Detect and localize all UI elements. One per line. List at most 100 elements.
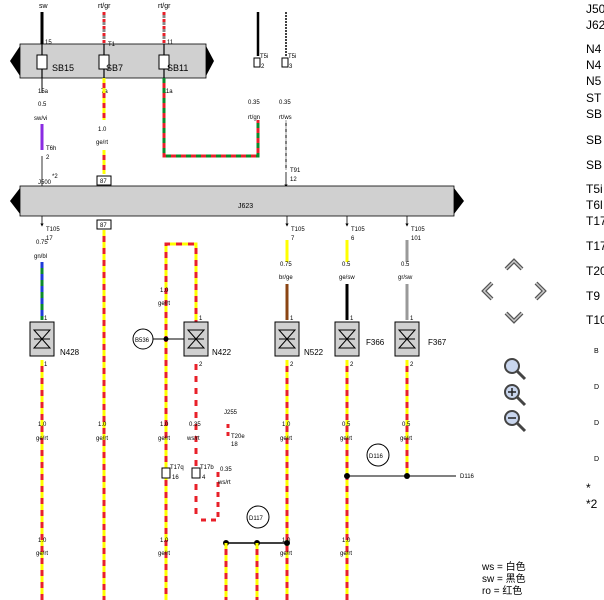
pan-up-icon[interactable]: [504, 258, 524, 271]
svg-text:1: 1: [44, 316, 48, 322]
top-wire-rtgr-2: rt/gr: [158, 3, 171, 44]
svg-text:11: 11: [167, 40, 174, 46]
svg-text:1.0: 1.0: [342, 538, 351, 544]
branch-n422: 1.0 ge/rt: [158, 242, 198, 600]
svg-text:rt/gn: rt/gn: [248, 115, 260, 121]
svg-text:T5i: T5i: [260, 54, 268, 60]
svg-text:1.0: 1.0: [160, 288, 169, 294]
svg-text:T105: T105: [351, 227, 365, 233]
branch-n522: T105 7 0.75 br/ge: [279, 216, 305, 600]
svg-text:3: 3: [289, 64, 293, 70]
rail-left-arrow-icon[interactable]: [10, 46, 20, 76]
legend-code: D: [594, 420, 600, 427]
svg-text:ge/rt: ge/rt: [96, 436, 108, 442]
legend-entry: SB: [586, 107, 603, 121]
module-j623[interactable]: J623: [10, 185, 464, 217]
component-legend-column: J50 J62 N4 N4 N5 ST SB SB SB T5i T6l T17…: [586, 0, 604, 600]
component-n522[interactable]: N522 1 2: [274, 316, 324, 368]
component-f367[interactable]: F367 1 2: [394, 316, 447, 368]
sensor-b536[interactable]: B536: [132, 328, 184, 350]
svg-text:2: 2: [199, 362, 203, 368]
svg-text:1.0: 1.0: [98, 127, 107, 133]
connector-t17q[interactable]: T17q 16: [161, 465, 184, 481]
splice-d117[interactable]: D117: [223, 505, 290, 600]
svg-text:1: 1: [410, 316, 414, 322]
svg-text:1.0: 1.0: [38, 422, 47, 428]
zoom-in-icon[interactable]: [502, 382, 528, 408]
legend-code: D: [594, 384, 600, 391]
magnifier-icon[interactable]: [502, 356, 528, 382]
svg-text:rt/ws: rt/ws: [279, 115, 292, 121]
svg-text:N522: N522: [304, 348, 324, 357]
wiring-diagram: sw rt/gr rt/gr SB15 15 15a SB7 T1 7a SB1…: [10, 3, 475, 600]
wire-color-legend: ws = 白色 sw = 黑色 ro = 红色: [482, 562, 526, 598]
svg-text:T105: T105: [411, 227, 425, 233]
svg-text:T6h: T6h: [46, 146, 56, 152]
fuse-rail: [19, 43, 207, 79]
svg-text:1: 1: [44, 362, 48, 368]
svg-text:F366: F366: [366, 338, 385, 347]
component-n428[interactable]: N428 1 1: [29, 316, 80, 368]
svg-text:1.0: 1.0: [38, 538, 47, 544]
svg-text:sw/vi: sw/vi: [34, 116, 47, 122]
svg-text:12: 12: [290, 177, 297, 183]
legend-entry: T20: [586, 264, 604, 278]
component-n422[interactable]: N422 1 2: [183, 316, 232, 368]
svg-text:T5i: T5i: [288, 54, 296, 60]
svg-text:17: 17: [46, 236, 53, 242]
splice-d116[interactable]: D116 D116: [344, 443, 475, 480]
legend-code: D: [594, 456, 600, 463]
connector-t91[interactable]: T91 12: [284, 168, 301, 188]
pan-left-icon[interactable]: [481, 281, 494, 301]
svg-text:15a: 15a: [38, 89, 49, 95]
svg-text:SB15: SB15: [52, 63, 74, 73]
svg-text:T105: T105: [291, 227, 305, 233]
svg-text:D116: D116: [460, 474, 475, 480]
svg-text:SB11: SB11: [167, 63, 188, 73]
legend-entry: T10: [586, 313, 604, 327]
legend-entry: T5i: [586, 182, 603, 196]
svg-text:gr/sw: gr/sw: [398, 275, 413, 281]
svg-text:ge/rt: ge/rt: [340, 551, 352, 557]
legend-entry: J50: [586, 2, 604, 16]
svg-text:0.5: 0.5: [38, 102, 47, 108]
fuse-sb15[interactable]: SB15 15 15a: [36, 40, 74, 95]
legend-entry: T17: [586, 214, 604, 228]
svg-text:ge/rt: ge/rt: [158, 551, 170, 557]
svg-text:ws/rt: ws/rt: [186, 436, 200, 442]
connector-t5i-2[interactable]: T5i 2 0.35 rt/gn: [248, 12, 268, 121]
svg-text:1.0: 1.0: [160, 422, 169, 428]
pan-navigation-pad: [481, 258, 547, 324]
svg-text:0.35: 0.35: [248, 100, 260, 106]
rail-right-arrow-icon[interactable]: [206, 46, 214, 76]
svg-text:1: 1: [199, 316, 203, 322]
legend-entry: T17: [586, 239, 604, 253]
svg-text:1.0: 1.0: [282, 422, 291, 428]
fuse-sb11[interactable]: SB11 11 11a: [158, 40, 188, 95]
svg-text:N428: N428: [60, 348, 80, 357]
svg-text:J255: J255: [224, 410, 238, 416]
svg-text:2: 2: [261, 64, 265, 70]
pan-right-icon[interactable]: [534, 281, 547, 301]
svg-text:J623: J623: [238, 203, 253, 210]
svg-text:101: 101: [411, 236, 422, 242]
component-f366[interactable]: F366 1 2: [334, 316, 385, 368]
legend-note: *: [586, 481, 591, 495]
branch-n428: T105 17 0.75 gn/bl: [34, 216, 60, 600]
svg-text:0.35: 0.35: [279, 100, 291, 106]
svg-text:0.5: 0.5: [402, 422, 411, 428]
svg-text:rt/gr: rt/gr: [98, 3, 111, 10]
connector-t5i-3[interactable]: T5i 3 0.35 rt/ws: [279, 12, 296, 121]
zoom-out-icon[interactable]: [502, 408, 528, 434]
pan-down-icon[interactable]: [504, 311, 524, 324]
svg-text:1: 1: [290, 316, 294, 322]
svg-text:7: 7: [291, 236, 295, 242]
connector-t17b[interactable]: T17b 4: [191, 465, 214, 481]
branch-f366: T105 6 0.5 ge/sw: [339, 216, 365, 600]
connector-j255[interactable]: J255 T20e 18 0.35 ws/rt: [217, 410, 245, 486]
svg-text:J500: J500: [38, 180, 52, 186]
svg-text:2: 2: [350, 362, 354, 368]
svg-text:N422: N422: [212, 348, 232, 357]
svg-text:sw: sw: [39, 3, 49, 10]
svg-text:0.35: 0.35: [220, 467, 232, 473]
